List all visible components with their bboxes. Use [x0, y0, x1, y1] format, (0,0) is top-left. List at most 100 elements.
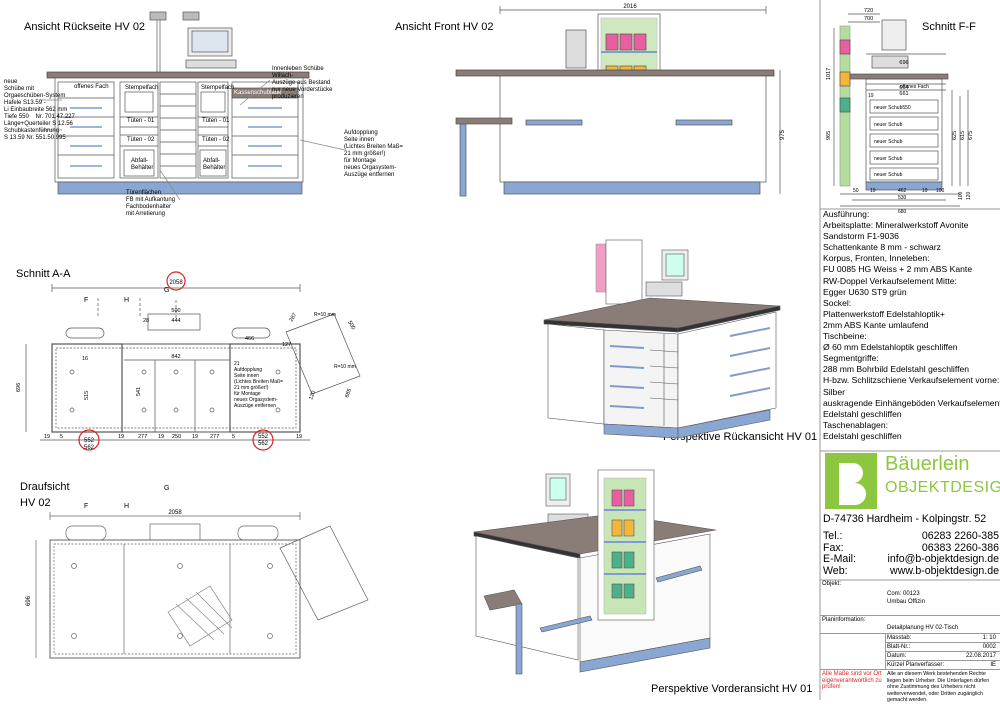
aa-note: 21 Aufdopplung Seite innen (Lichtes Brei… [234, 361, 284, 409]
ff-dim-right-0: 625 [952, 131, 958, 140]
front-dim-width: 2016 [623, 4, 637, 10]
draufsicht-drawing [35, 512, 369, 659]
rueck-tueten-01a: Tüten - 01 [127, 118, 155, 124]
tb-objekt-line2: Umbau Offizin [887, 599, 925, 605]
ff-dim-top-0: 720 [864, 8, 873, 14]
draufsicht-mark-h: H [124, 503, 129, 510]
spec-line: RW-Doppel Verkaufselement Mitte: [823, 275, 957, 286]
ff-bottom-530: 530 [898, 195, 907, 201]
ff-dim-19: 19 [868, 93, 874, 99]
contact-fax-value: 06383 2260-386 [921, 541, 999, 554]
rueck-abfall-2: Abfall- Behälter [203, 158, 226, 171]
tb-datum-label: Datum: [887, 653, 907, 659]
tb-row-masstab [820, 633, 1000, 634]
tb-plan-value: Detailplanung HV 02-Tisch [887, 625, 959, 631]
aa-bottom-7: 277 [210, 434, 219, 440]
contact-email-label: E-Mail: [823, 553, 856, 565]
schnitt-aa-drawing [25, 284, 361, 441]
logo-line1: Bäuerlein [885, 453, 970, 475]
spec-line: Korpus, Fronten, Inneleben: [823, 253, 930, 264]
ff-dim-661: 661 [899, 91, 908, 97]
aa-bottom-3: 277 [138, 434, 147, 440]
ff-schub-0: neuer Schub550 [874, 105, 911, 111]
aa-dim-120: 120 [308, 390, 317, 401]
persp-vorder-drawing [473, 469, 717, 675]
contact-fax: Fax: 06383 2260-386 [823, 541, 999, 555]
tb-masstab-value: 1: 10 [982, 635, 996, 641]
rueck-tueten-02b: Tüten - 02 [202, 137, 230, 143]
aa-dim-696: 696 [16, 383, 22, 392]
aa-dim-842: 842 [171, 354, 180, 360]
aa-dim-127: 127 [282, 342, 291, 348]
aa-circle-left-0: 552 [84, 438, 95, 444]
aa-dim-515: 515 [84, 391, 90, 400]
title-front: Ansicht Front HV 02 [395, 21, 494, 33]
rueck-stempelfach-2: Stempelfach [201, 85, 235, 91]
contact-tel-value: 06283 2260-385 [921, 530, 999, 542]
aa-bottom-8: 5 [232, 434, 235, 440]
rueck-tueten-01b: Tüten - 01 [202, 118, 230, 124]
aa-dim-685: 685 [344, 388, 353, 399]
ff-dim-696: 696 [899, 60, 908, 66]
spec-line: Sandstorm F1-9036 [823, 231, 899, 242]
aa-dim-16: 16 [82, 356, 88, 362]
spec-line: Sockel: [823, 297, 852, 308]
rueck-left-note: neue Schübe mit Orgaeschüben-System Hafe… [4, 79, 75, 141]
aa-dim-287: 287 [289, 312, 299, 323]
ff-side-120: 120 [966, 191, 972, 200]
contact-email-value[interactable]: info@b-objektdesign.de [887, 553, 999, 565]
title-draufsicht-1: Draufsicht [20, 481, 70, 493]
aa-bottom-1: 5 [60, 434, 63, 440]
spec-line: 288 mm Bohrbild Edelstahl geschliffen [823, 364, 970, 375]
ff-dim-left-1: 965 [826, 131, 832, 140]
aa-dim-r10a: R=10 mm [314, 312, 336, 318]
title-rueckseite: Ansicht Rückseite HV 02 [24, 21, 146, 33]
title-draufsicht-2: HV 02 [20, 497, 51, 509]
rueck-tueten-02a: Tüten - 02 [127, 137, 155, 143]
ff-side-100: 100 [958, 191, 964, 200]
draufsicht-mark-g: G [164, 485, 169, 492]
ff-schub-1: neuer Schub [874, 122, 903, 128]
spec-line: Edelstahl geschliffen [823, 430, 902, 441]
spec-line: Egger U630 ST9 grün [823, 286, 907, 297]
tb-objekt-line1: Com: 00123 [887, 591, 920, 597]
ff-dim-684: 664 [899, 85, 908, 91]
contact-block: Tel.: 06283 2260-385 Fax: 06383 2260-386… [823, 530, 999, 578]
aa-mark-f: F [84, 297, 88, 304]
spec-line: 2mm ABS Kante umlaufend [823, 319, 929, 330]
spec-line: Ausführung: [823, 209, 870, 219]
title-persp-vorder: Perspektive Vorderansicht HV 01 [651, 683, 813, 695]
spec-line: Tischbeine: [823, 331, 867, 342]
contact-fax-label: Fax: [823, 541, 844, 554]
aa-bottom-5: 250 [172, 434, 181, 440]
aa-bottom-4: 19 [158, 434, 164, 440]
logo-line2: OBJEKTDESIGN [885, 479, 1000, 496]
tb-row-kuerzel [885, 660, 1000, 661]
title-persp-rueck: Perspektive Rückansicht HV 01 [663, 431, 818, 443]
aa-dim-500: 500 [171, 308, 180, 314]
ff-bottom-3: 19 [922, 188, 928, 194]
ff-offenes-fach: offenes Fach [900, 84, 929, 90]
rueck-right-note: Innenleben Schübe Willach- Auszüge aus B… [272, 66, 333, 100]
spec-line: Ø 60 mm Edelstahloptik geschliffen [823, 342, 958, 353]
tb-blatt-label: Blatt-Nr.: [887, 644, 911, 650]
ff-dim-left-0: 1017 [826, 68, 832, 80]
rueckseite-drawing [40, 11, 346, 201]
aa-circle-right-0: 552 [258, 434, 269, 440]
title-schnitt-aa: Schnitt A-A [16, 268, 71, 280]
tb-row-plan [820, 615, 1000, 616]
draufsicht-dim-width: 2058 [168, 510, 182, 516]
rueck-offenes-fach: offenes Fach [74, 84, 109, 90]
front-drawing [455, 6, 781, 197]
tb-row-footer [820, 669, 1000, 670]
aa-bottom-2: 19 [118, 434, 124, 440]
contact-tel: Tel.: 06283 2260-385 [823, 530, 999, 543]
contact-web-value[interactable]: www.b-objektdesign.de [890, 564, 999, 577]
contact-web: Web: www.b-objektdesign.de [823, 564, 999, 578]
draufsicht-dim-height: 696 [26, 595, 32, 606]
rueck-abfall-1: Abfall- Behälter [131, 158, 154, 171]
aa-dim-28: 28 [143, 318, 149, 324]
aa-dim-total: 2058 [169, 280, 183, 286]
ff-bottom-4: 100 [936, 188, 945, 194]
